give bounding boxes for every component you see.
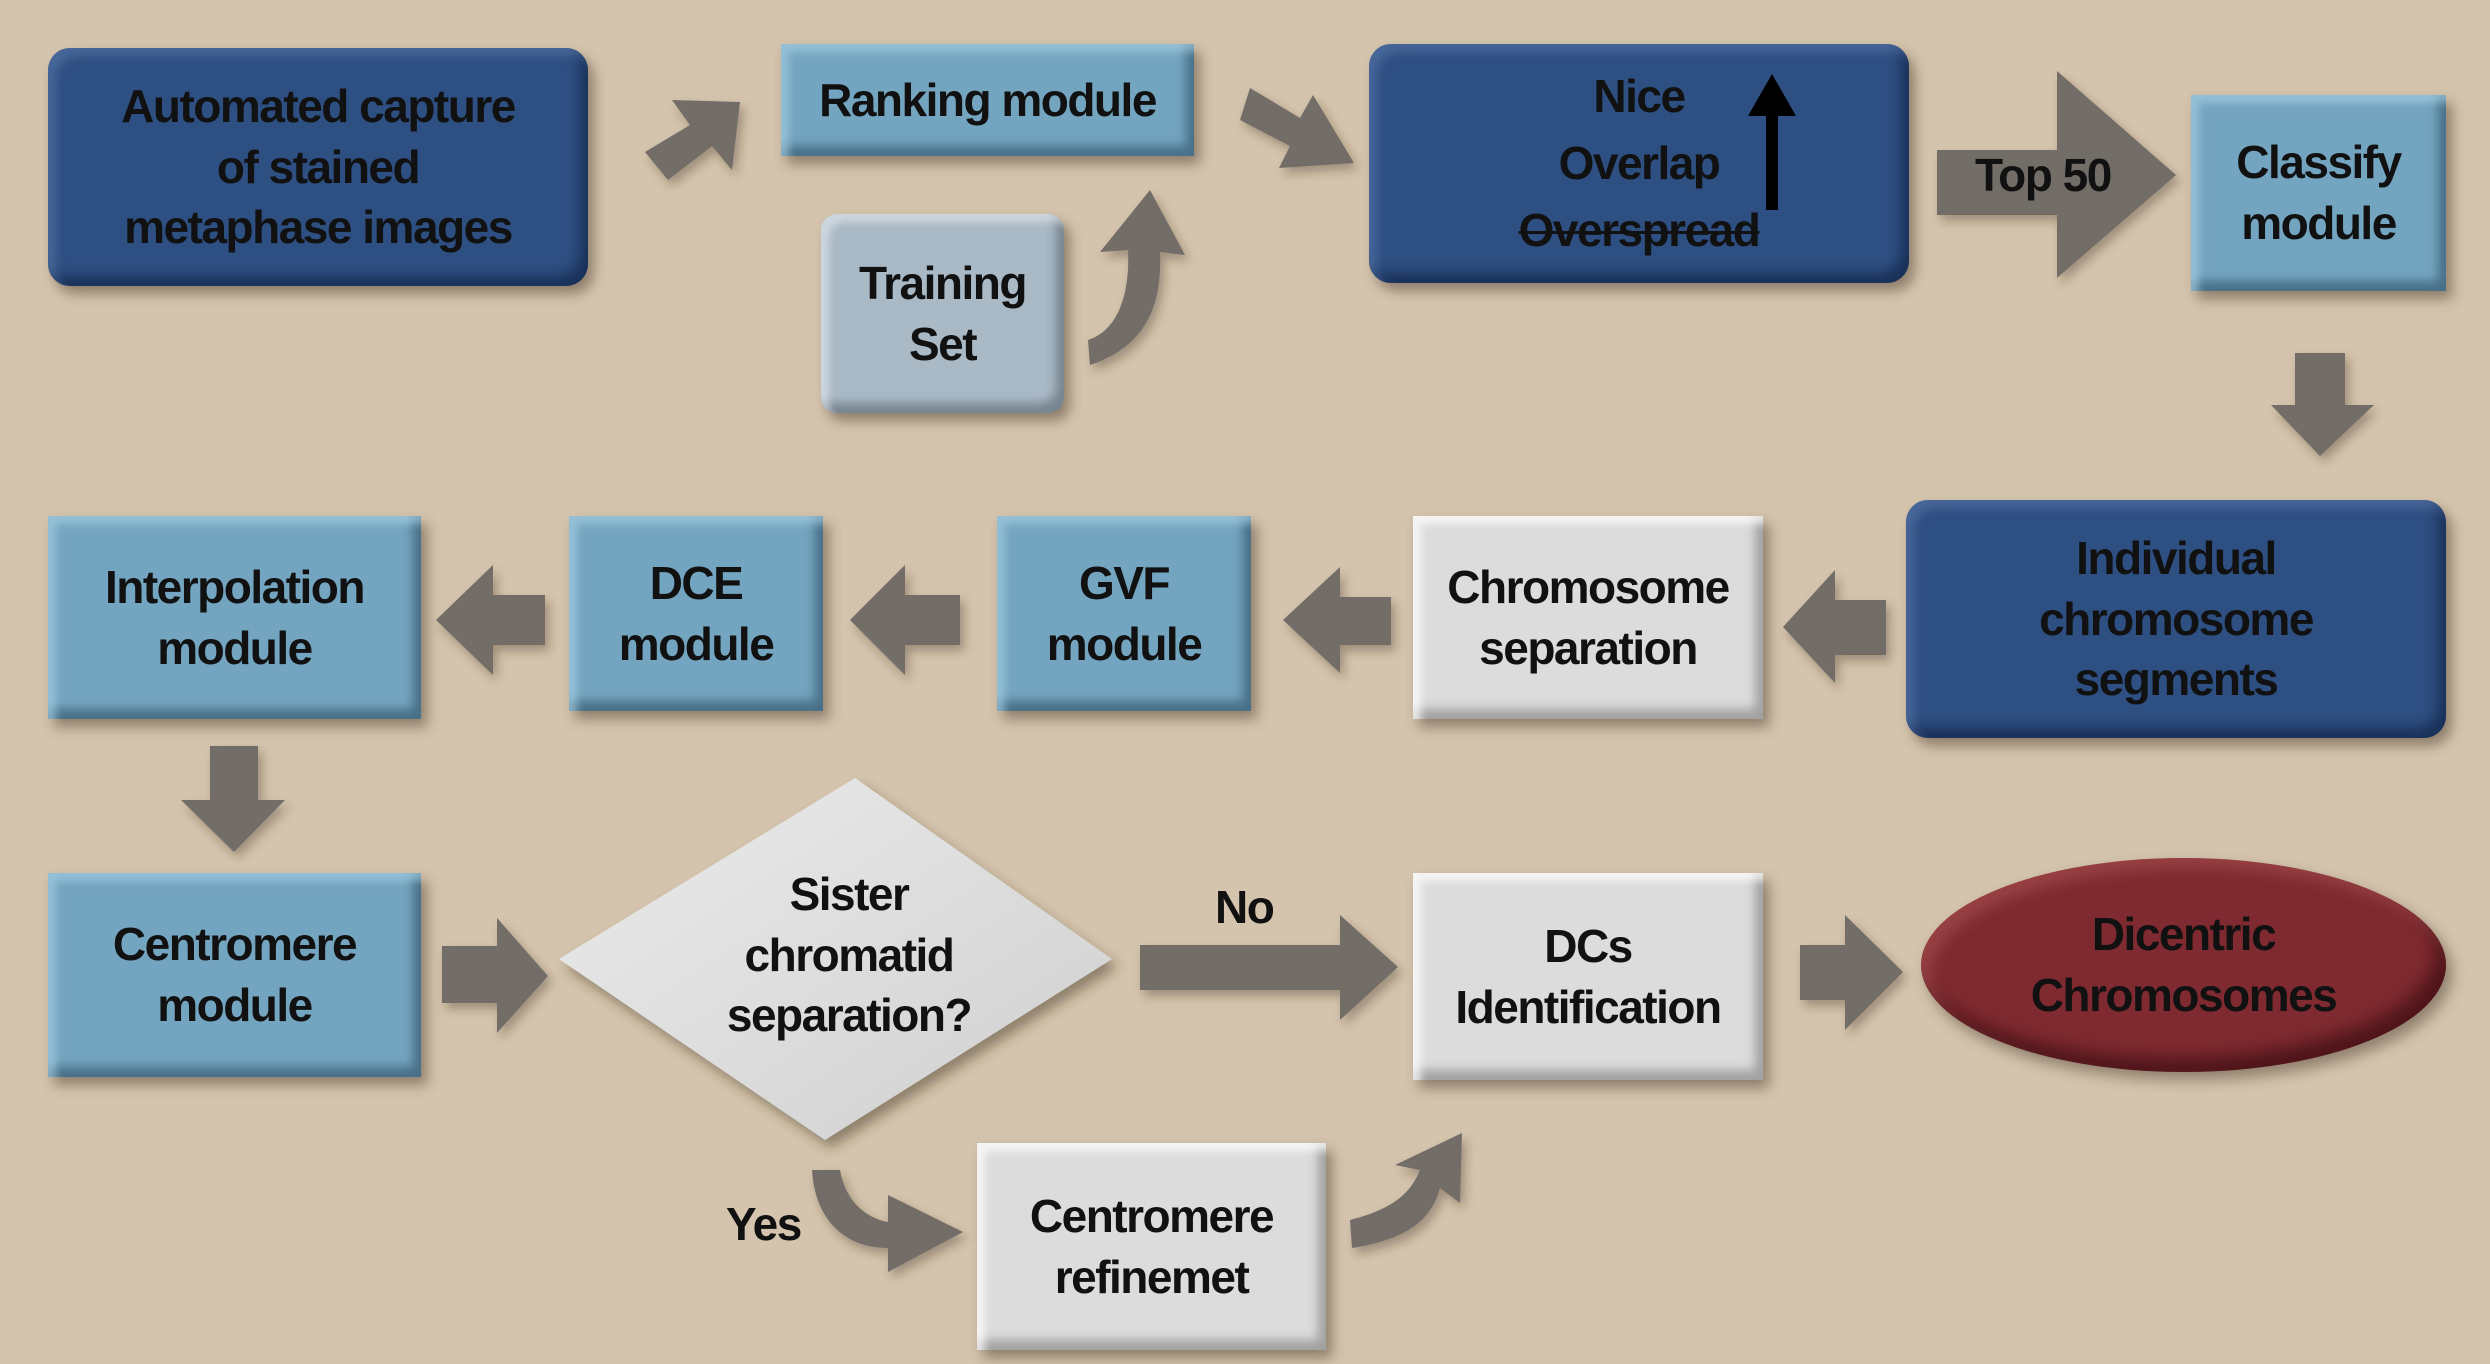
centromere-refinement-node: Centromere refinemet	[977, 1143, 1326, 1350]
decision-diamond	[559, 778, 1112, 1140]
arrow-capture-to-ranking	[645, 100, 740, 180]
arrow-separation-to-gvf	[1283, 567, 1391, 673]
arrow-centromere-to-decision	[442, 918, 548, 1033]
arrow-decision-yes	[812, 1170, 963, 1272]
arrow-refinement-to-dcs	[1350, 1133, 1462, 1248]
sister-decision-label: Sister chromatid separation?	[726, 867, 973, 1042]
dce-module-label: DCE module	[618, 556, 775, 670]
arrow-individual-to-separation	[1783, 570, 1886, 683]
classify-module-label: Classify module	[2236, 136, 2402, 249]
arrow-interpolation-to-centromere	[181, 746, 285, 852]
individual-segments-node: Individual chromosome segments	[1906, 500, 2446, 738]
gvf-module-node: GVF module	[997, 516, 1251, 711]
arrow-gvf-to-dce	[850, 565, 960, 675]
arrow-dce-to-interpolation	[436, 565, 545, 675]
arrow-top50	[1937, 71, 2176, 278]
overspread-label: Overspread	[1518, 203, 1761, 256]
chromosome-separation-label: Chromosome separation	[1447, 560, 1730, 674]
training-set-label: Training Set	[859, 256, 1027, 370]
dcs-identification-label: DCs Identification	[1455, 919, 1722, 1033]
ranking-module-label: Ranking module	[819, 73, 1157, 126]
nice-label: Nice	[1593, 70, 1686, 123]
no-label: No	[1215, 881, 1275, 933]
ranking-module-node: Ranking module	[781, 44, 1194, 156]
arrow-training-to-ranking	[1088, 190, 1185, 365]
dce-module-node: DCE module	[569, 516, 823, 711]
arrow-classify-to-individual	[2271, 353, 2374, 456]
sister-decision-text: Sister chromatid separation?	[659, 820, 1039, 1090]
centromere-refinement-label: Centromere refinemet	[1029, 1189, 1275, 1303]
gvf-module-label: GVF module	[1046, 556, 1203, 670]
individual-segments-label: Individual chromosome segments	[2039, 531, 2314, 706]
interpolation-module-label: Interpolation module	[104, 560, 366, 674]
automated-capture-node: Automated capture of stained metaphase i…	[48, 48, 588, 286]
centromere-module-node: Centromere module	[48, 873, 421, 1077]
training-set-node: Training Set	[821, 214, 1064, 413]
up-arrow-icon	[1748, 74, 1796, 210]
centromere-module-label: Centromere module	[112, 918, 358, 1031]
arrow-ranking-to-nice	[1240, 88, 1354, 168]
top50-label: Top 50	[1975, 149, 2112, 201]
yes-label: Yes	[726, 1198, 802, 1250]
automated-capture-label: Automated capture of stained metaphase i…	[121, 79, 516, 254]
overlap-label: Overlap	[1558, 137, 1721, 190]
classify-module-node: Classify module	[2191, 95, 2446, 291]
dicentric-chromosomes-label: Dicentric Chromosomes	[2030, 908, 2338, 1021]
dicentric-chromosomes-node: Dicentric Chromosomes	[1921, 858, 2446, 1072]
arrow-dcs-to-dicentric	[1800, 915, 1903, 1030]
dcs-identification-node: DCs Identification	[1413, 873, 1763, 1080]
arrow-decision-no	[1140, 915, 1398, 1020]
selection-criteria-node: Nice Overlap Overspread	[1369, 44, 1909, 283]
interpolation-module-node: Interpolation module	[48, 516, 421, 719]
chromosome-separation-node: Chromosome separation	[1413, 516, 1763, 719]
